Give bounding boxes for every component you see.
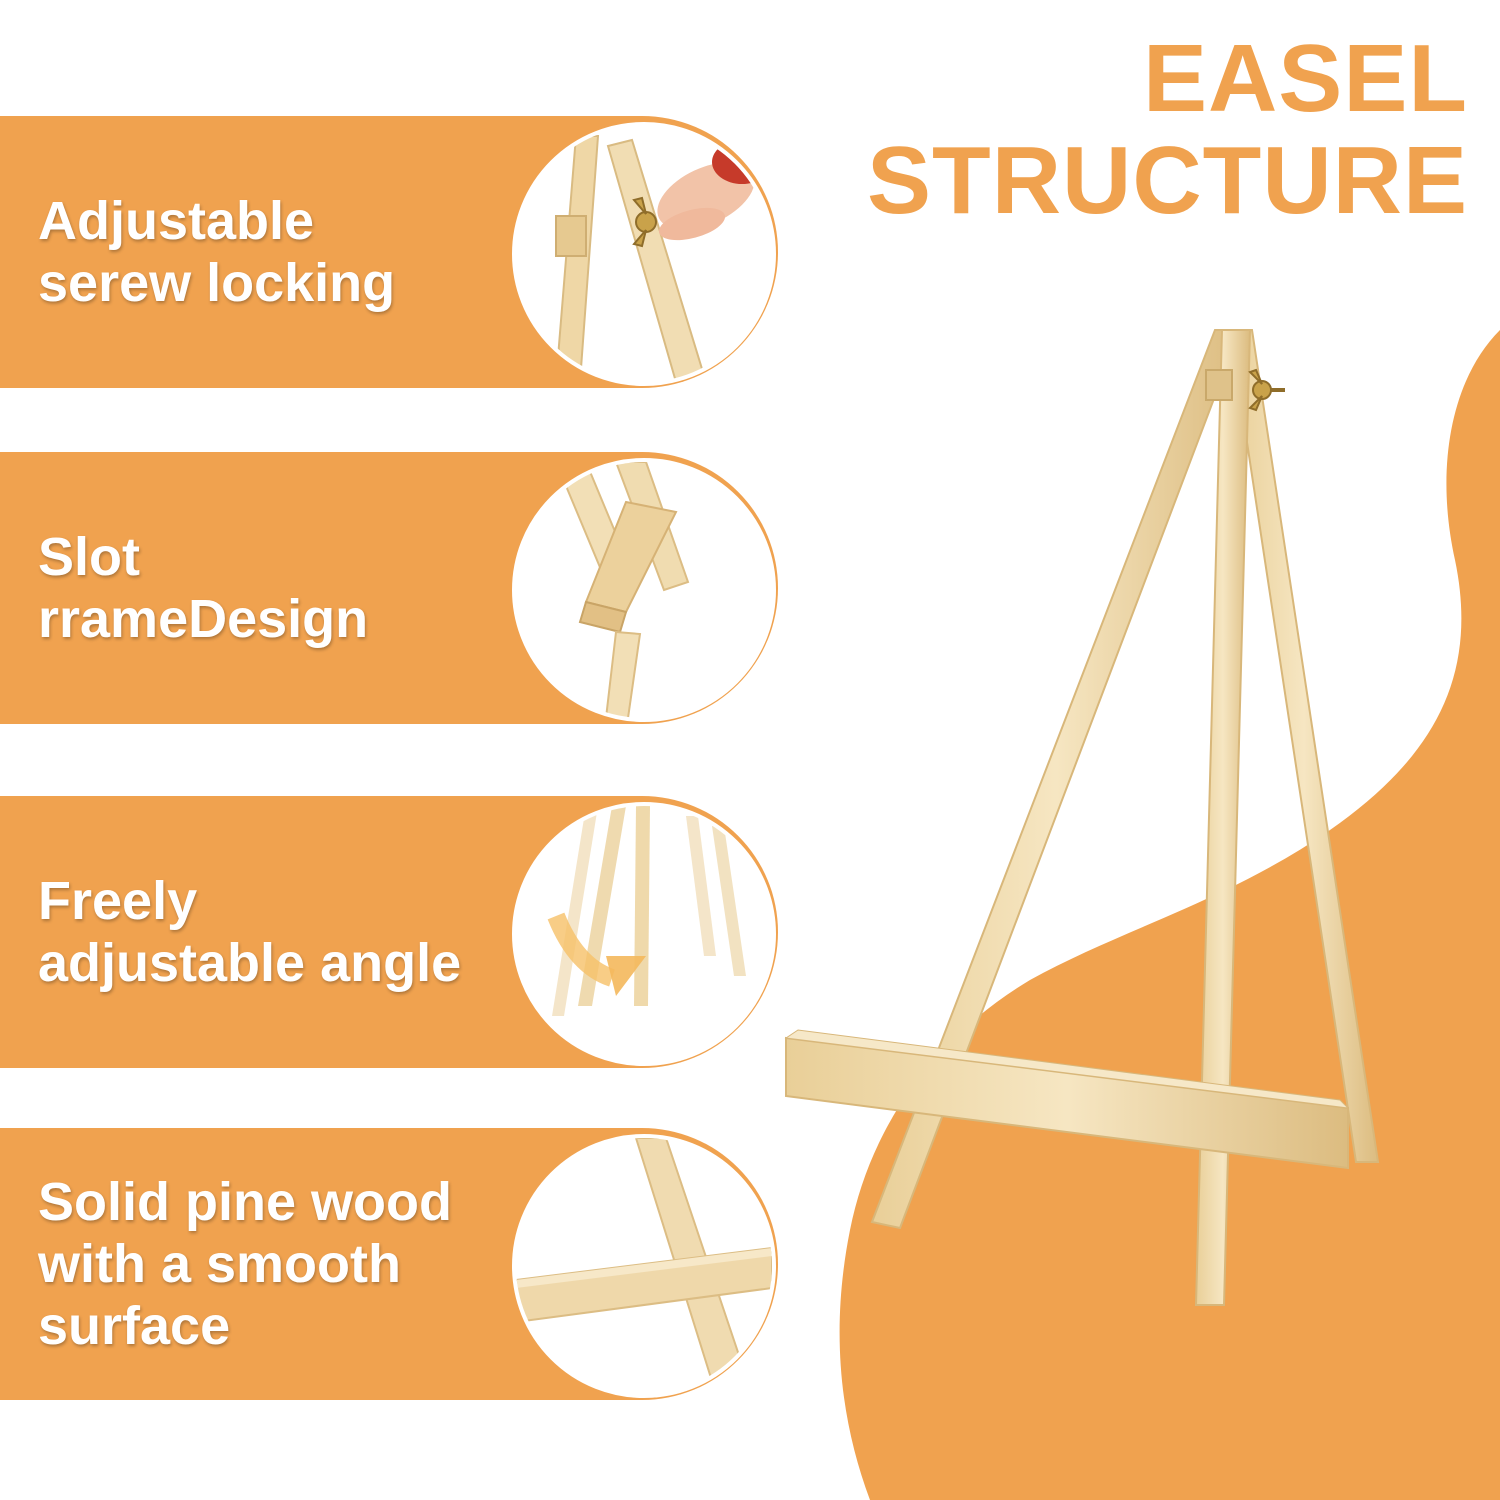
pine-wood-icon (512, 1134, 776, 1398)
angle-adjust-icon (512, 802, 776, 1066)
slot-frame-icon (512, 458, 776, 722)
feature-label: Adjustable serew locking (38, 191, 396, 313)
wing-nut-screw-icon (512, 122, 776, 386)
feature-label: Slot rrameDesign (38, 527, 369, 649)
feature-card-adjustable-angle: Freely adjustable angle (0, 796, 778, 1068)
page-title: EASEL STRUCTURE (867, 28, 1468, 232)
feature-card-slot-frame: Slot rrameDesign (0, 452, 778, 724)
wing-nut-icon (1248, 368, 1285, 412)
feature-card-screw-locking: Adjustable serew locking (0, 116, 778, 388)
title-line-2: STRUCTURE (867, 127, 1468, 234)
feature-label: Freely adjustable angle (38, 871, 462, 993)
feature-label: Solid pine wood with a smooth surface (38, 1172, 452, 1356)
feature-card-pine-wood: Solid pine wood with a smooth surface (0, 1128, 778, 1400)
title-line-1: EASEL (1142, 25, 1468, 132)
